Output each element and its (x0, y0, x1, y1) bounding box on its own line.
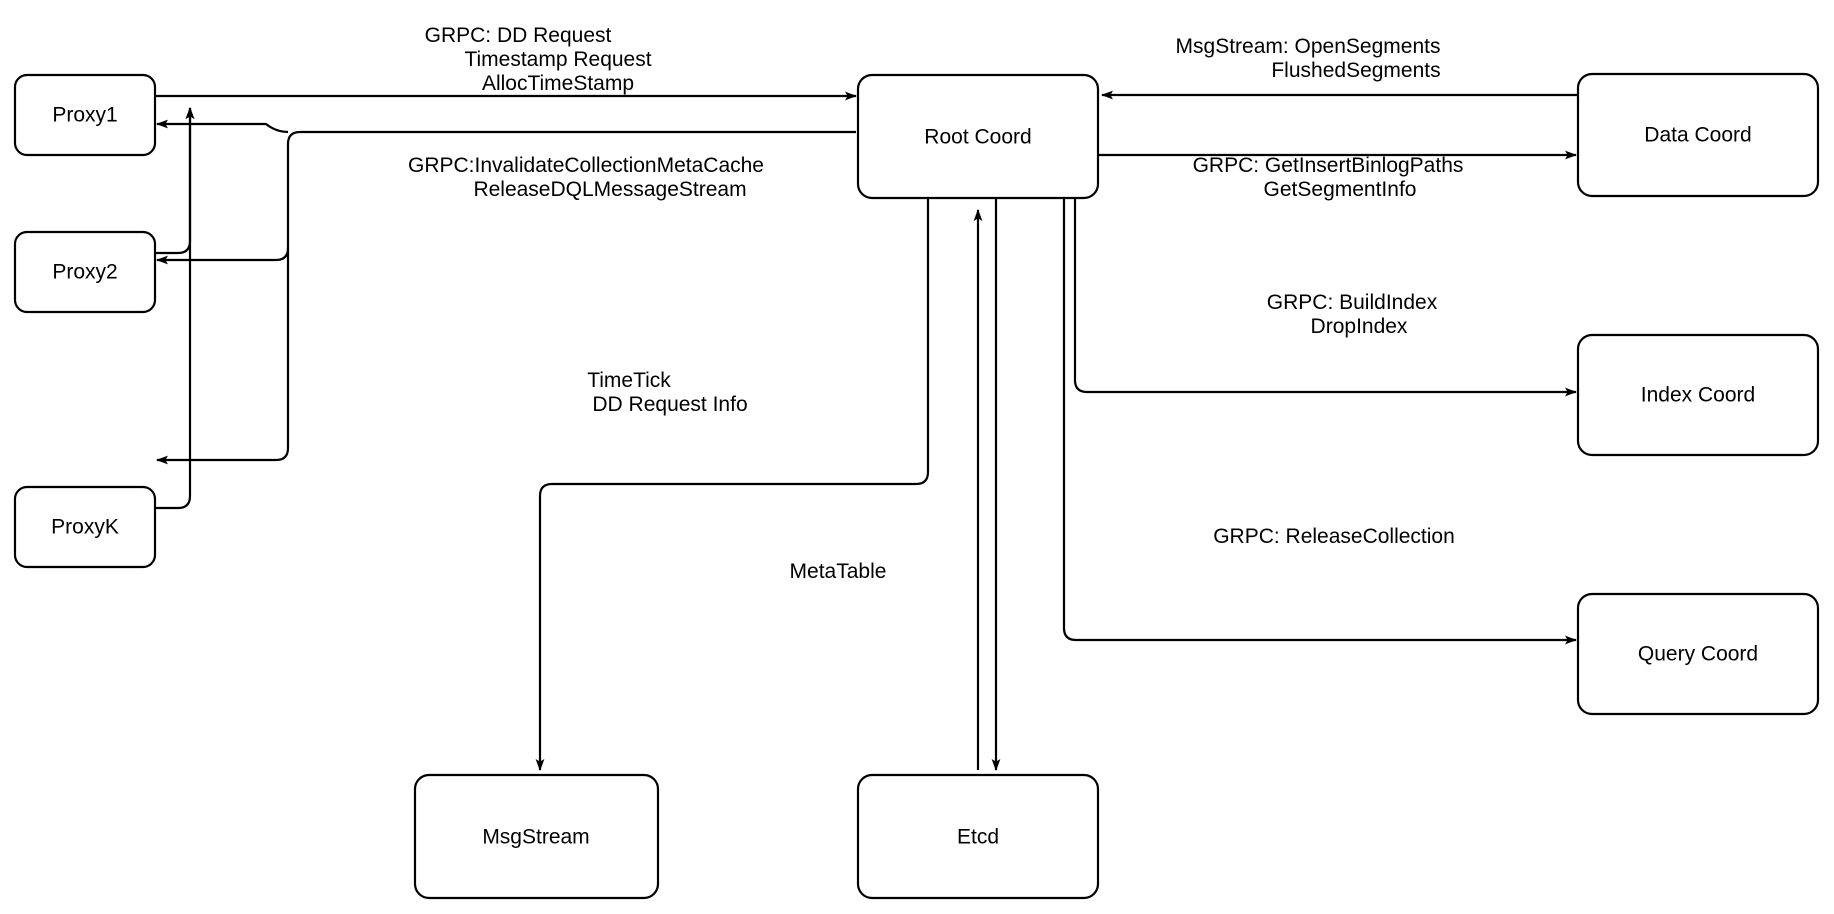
edge-label-line-1: TimeTick (587, 369, 671, 392)
node-msgstream-box[interactable] (413, 773, 660, 900)
node-rootcoord-box[interactable] (856, 73, 1100, 200)
edge-rootcoord-to-proxy2-line (156, 247, 290, 265)
edge-rootcoord-to-proxies (156, 119, 856, 465)
edge-label-line-2: GetSegmentInfo (1264, 178, 1417, 201)
node-proxy2-box[interactable] (13, 230, 157, 314)
node-datacoord-label: Data Coord (1644, 124, 1751, 147)
node-msgstream-label: MsgStream (482, 826, 589, 849)
edge-label-line-1: GRPC: DD Request (425, 24, 612, 47)
edge-label-rootcoord-to-querycoord: GRPC: ReleaseCollection (1213, 525, 1455, 548)
edge-proxy-to-rootcoord (155, 91, 857, 510)
edge-label-rootcoord-to-etcd: MetaTable (790, 560, 887, 583)
node-proxyk-box[interactable] (13, 485, 157, 569)
edge-label-line-1: GRPC: ReleaseCollection (1213, 525, 1455, 548)
edge-label-line-2: ReleaseDQLMessageStream (473, 178, 746, 201)
node-proxyk-label: ProxyK (51, 516, 119, 539)
node-proxy1[interactable]: Proxy1 (13, 73, 157, 157)
edge-rootcoord-to-etcd (973, 198, 1001, 771)
edge-label-rootcoord-to-indexcoord: GRPC: BuildIndex DropIndex (1267, 291, 1438, 338)
edge-label-line-3: AllocTimeStamp (482, 72, 634, 95)
edge-rootcoord-to-indexcoord (1073, 198, 1577, 397)
node-datacoord[interactable]: Data Coord (1576, 72, 1820, 198)
edge-label-line-1: GRPC: GetInsertBinlogPaths (1193, 154, 1464, 177)
edge-label-rootcoord-to-datacoord: GRPC: GetInsertBinlogPaths GetSegmentInf… (1193, 154, 1464, 201)
edge-proxy2-to-trunk-line (155, 107, 195, 255)
edge-label-line-1: GRPC: BuildIndex (1267, 291, 1438, 314)
edge-rootcoord-to-msgstream (535, 198, 930, 771)
node-msgstream[interactable]: MsgStream (413, 773, 660, 900)
edge-label-line-2: DropIndex (1311, 315, 1408, 338)
node-rootcoord-label: Root Coord (924, 126, 1031, 149)
node-datacoord-box[interactable] (1576, 72, 1820, 198)
edge-label-line-1: MetaTable (790, 560, 887, 583)
edge-label-rootcoord-to-proxies: GRPC:InvalidateCollectionMetaCache Relea… (408, 154, 764, 201)
node-proxyk[interactable]: ProxyK (13, 485, 157, 569)
node-etcd[interactable]: Etcd (856, 773, 1100, 900)
node-rootcoord[interactable]: Root Coord (856, 73, 1100, 200)
node-proxy1-box[interactable] (13, 73, 157, 157)
edge-rootcoord-to-msgstream-line (535, 198, 930, 771)
edge-label-line-1: MsgStream: OpenSegments (1176, 35, 1441, 58)
edge-rootcoord-to-proxyk-line (156, 130, 856, 465)
node-proxy1-label: Proxy1 (52, 104, 117, 127)
edge-rootcoord-to-proxy1-line (156, 119, 289, 134)
edge-proxyk-to-trunk-line (155, 107, 195, 510)
edge-label-line-2: Timestamp Request (464, 48, 651, 71)
edge-rootcoord-to-querycoord (1062, 198, 1577, 645)
edge-label-line-1: GRPC:InvalidateCollectionMetaCache (408, 154, 764, 177)
node-etcd-box[interactable] (856, 773, 1100, 900)
edge-label-line-2: FlushedSegments (1271, 59, 1440, 82)
edge-label-proxy-to-rootcoord: GRPC: DD Request Timestamp Request Alloc… (425, 24, 652, 95)
edge-label-datacoord-to-rootcoord: MsgStream: OpenSegments FlushedSegments (1176, 35, 1441, 82)
node-querycoord[interactable]: Query Coord (1576, 592, 1820, 716)
node-querycoord-box[interactable] (1576, 592, 1820, 716)
node-indexcoord-label: Index Coord (1641, 384, 1755, 407)
node-indexcoord[interactable]: Index Coord (1576, 333, 1820, 457)
edge-label-line-2: DD Request Info (592, 393, 747, 416)
node-etcd-label: Etcd (957, 826, 999, 849)
edge-rootcoord-to-indexcoord-line (1073, 379, 1577, 397)
node-proxy2[interactable]: Proxy2 (13, 230, 157, 314)
node-indexcoord-box[interactable] (1576, 333, 1820, 457)
node-querycoord-label: Query Coord (1638, 643, 1758, 666)
edge-rootcoord-to-querycoord-line (1062, 627, 1577, 645)
node-proxy2-label: Proxy2 (52, 261, 117, 284)
edge-label-rootcoord-to-msgstream: TimeTick DD Request Info (587, 369, 747, 416)
